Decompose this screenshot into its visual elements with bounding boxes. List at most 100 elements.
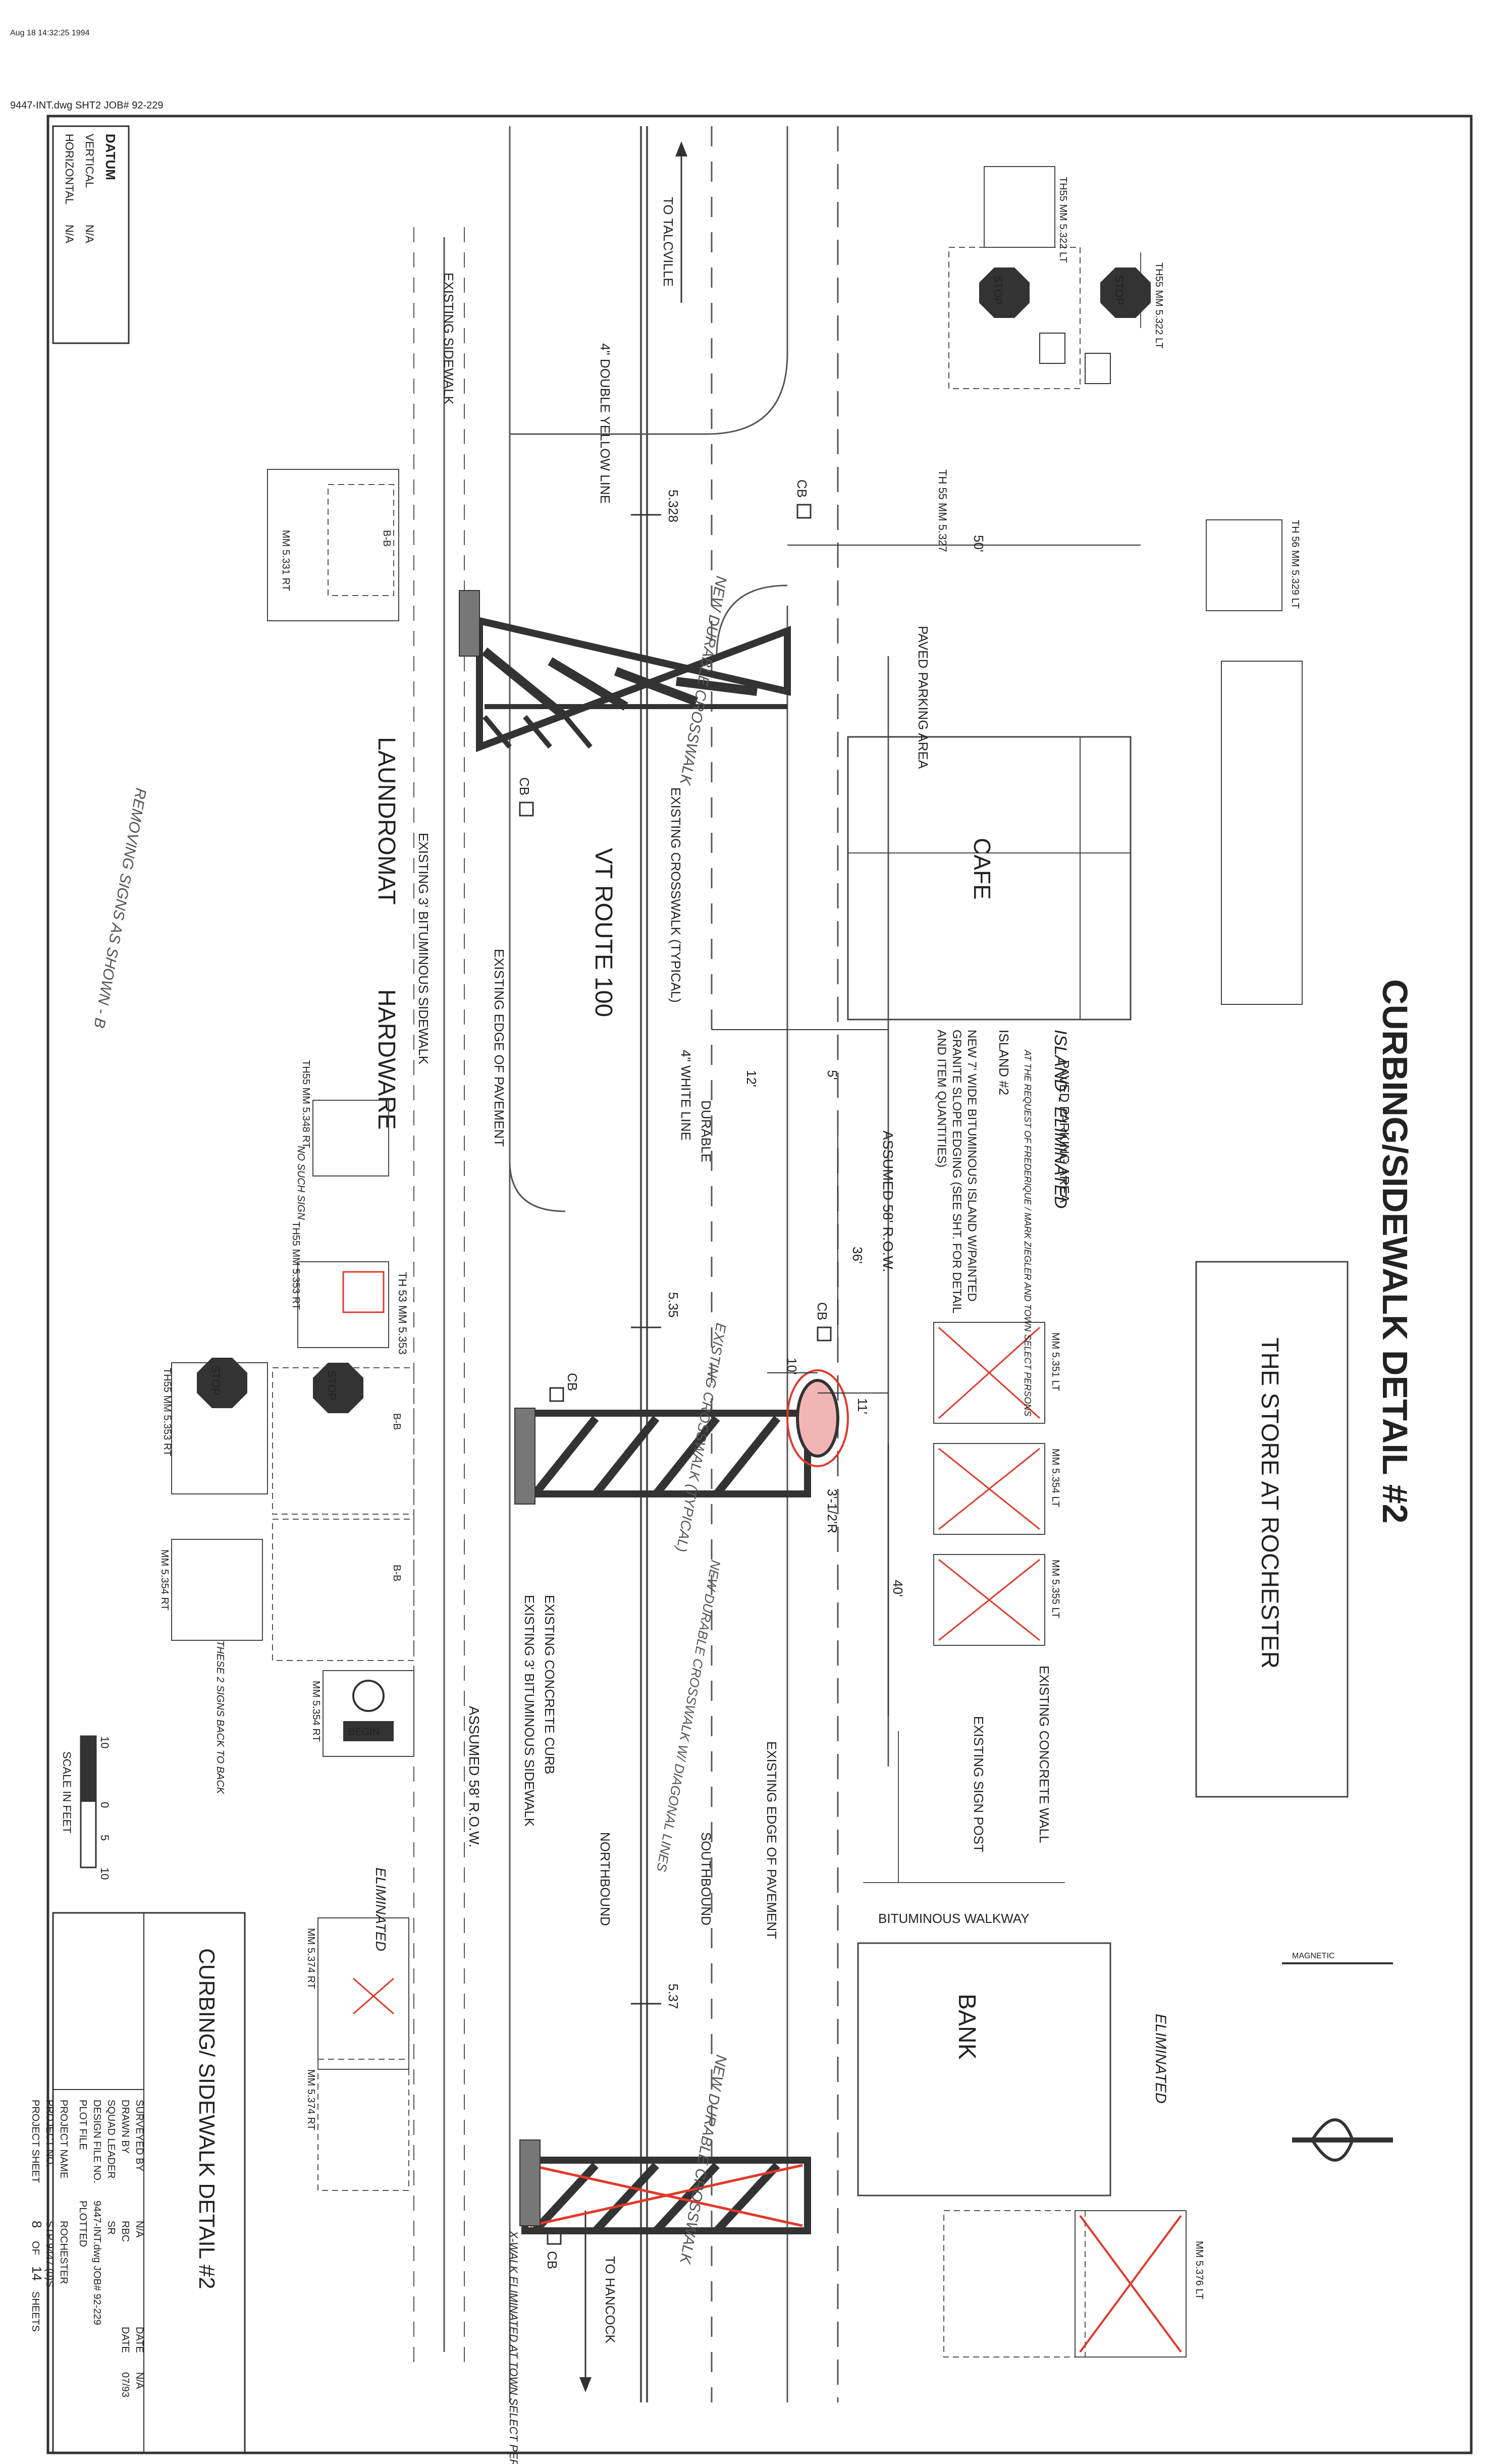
northbound-label: NORTHBOUND: [598, 1832, 613, 1926]
durable-label: DURABLE: [699, 1100, 714, 1162]
sign-group-right-mid: MM 5.351 LT MM 5.354 LT MM 5.355 LT: [933, 1322, 1061, 1646]
cb-label-5: CB: [545, 2251, 560, 2269]
sign-id-mm5374-b: MM 5.374 RT: [305, 2069, 316, 2130]
existing-3-bituminous-label: EXISTING 3' BITUMINOUS SIDEWALK: [416, 833, 431, 1065]
sign-id-mm5353-rt: TH55 MM 5.353 RT: [162, 1368, 173, 1456]
dim-5: 5': [825, 1070, 840, 1080]
to-talcville-label: TO TALCVILLE: [661, 197, 676, 287]
tb-sheet-total: 14: [29, 2266, 44, 2281]
hw-island-red-note: AT THE REQUEST OF FREDERIQUE / MARK ZIEG…: [1023, 1049, 1033, 1416]
hw-eliminated-2: ELIMINATED: [373, 1867, 389, 1951]
stop-sign-1: STOP: [992, 275, 1004, 305]
page-title: CURBING/SIDEWALK DETAIL #2: [1375, 979, 1415, 1524]
tb-sheet-of: OF: [30, 2241, 41, 2255]
crosswalk-existing: [483, 704, 787, 749]
curb-blocks: [459, 590, 541, 2226]
crosswalk-south-x-red: [529, 2164, 803, 2227]
north-label: MAGNETIC: [1292, 1952, 1334, 1960]
tb-date-label-2: DATE: [120, 2327, 131, 2353]
island-2: [786, 1369, 849, 1467]
tb-project-name-label: PROJECT NAME: [58, 2100, 69, 2178]
paved-parking-label: PAVED PARKING AREA: [916, 626, 931, 769]
tb-surveyed: N/A: [134, 2221, 145, 2238]
sign-group-left-1: MM 5.331 RT B-B: [267, 469, 399, 621]
cb-label-4: CB: [565, 1373, 580, 1391]
sign-group-bottom-left: MM 5.374 RT MM 5.374 RT: [305, 1917, 409, 2191]
sign-box-top-left: [984, 166, 1055, 248]
sign-id-mm5354: MM 5.354 RT: [159, 1549, 170, 1611]
tb-squad: SR: [105, 2221, 117, 2235]
sign-id-mm5376: MM 5.376 LT: [1194, 2241, 1205, 2299]
stop-sign-2: STOP: [1113, 275, 1126, 305]
datum-box: DATUM VERTICAL N/A HORIZONTAL N/A: [52, 125, 130, 344]
dimension-lines: [712, 545, 1141, 1716]
double-yellow-label: 4" DOUBLE YELLOW LINE: [598, 343, 613, 504]
sign-id-mm5355: MM 5.355 LT: [1050, 1560, 1061, 1618]
to-hancock-label: TO HANCOCK: [603, 2256, 618, 2344]
dim-40: 40': [890, 1580, 905, 1597]
store-label: THE STORE AT ROCHESTER: [1256, 1337, 1283, 1669]
to-talcville-arrow: TO TALCVILLE: [661, 141, 687, 303]
white-line-label: 4" WHITE LINE: [678, 1050, 693, 1141]
existing-3-bituminous-label-2: EXISTING 3' BITUMINOUS SIDEWALK: [522, 1595, 537, 1827]
datum-heading: DATUM: [103, 134, 118, 180]
north-arrow: MAGNETIC: [1282, 1952, 1393, 2162]
scale-tick-0: 0: [98, 1802, 111, 1808]
hw-island-eliminated: ISLAND - ELIMINATED: [1051, 1030, 1070, 1209]
row-bottom-label: ASSUMED 58' R.O.W.: [466, 1706, 482, 1848]
tb-sheet-no: 8: [29, 2221, 44, 2228]
tb-date-label-1: DATE: [134, 2327, 145, 2353]
sign-b-mm5353: B-B: [391, 1413, 402, 1430]
tb-drawn-label: DRAWN BY: [120, 2100, 131, 2154]
scale-label: SCALE IN FEET: [61, 1751, 73, 1834]
tb-design-label: DESIGN FILE NO.: [91, 2100, 102, 2183]
cb-label-1: CB: [794, 479, 810, 498]
sign-group-left-3: STOP STOP TH55 MM 5.353 RT B-B: [162, 1358, 414, 1515]
sign-group-left-2: TH55 MM 5.348 RT TH 53 MM 5.353 TH55 MM …: [290, 1060, 409, 1355]
station-537: 5.37: [666, 1984, 681, 2009]
tb-project-name: ROCHESTER: [58, 2221, 69, 2284]
road-lines: [413, 126, 1141, 2402]
hardware-label: HARDWARE: [373, 989, 400, 1130]
datum-vertical-value: N/A: [83, 225, 96, 243]
scale-bar: 10 0 5 10 SCALE IN FEET: [61, 1735, 111, 1880]
row-top-label: ASSUMED 58' R.O.W.: [880, 1131, 896, 1272]
hw-no-such-sign: NO SUCH SIGN: [295, 1146, 306, 1220]
dim-50: 50': [971, 535, 986, 552]
sign-b-mm5354: B-B: [391, 1565, 402, 1581]
sign-group-tl: STOP STOP TH55 MM 5.322 LT TH55 MM 5.322…: [948, 177, 1164, 389]
sign-id-mm5351: MM 5.351 LT: [1050, 1332, 1061, 1391]
sign-id-mm5353: TH55 MM 5.353 RT: [290, 1221, 301, 1310]
tb-squad-label: SQUAD LEADER: [105, 2100, 117, 2179]
tb-date-1: N/A: [134, 2372, 145, 2389]
existing-sign-post-label: EXISTING SIGN POST: [971, 1716, 986, 1852]
tb-date-2: 07/93: [120, 2372, 131, 2397]
bituminous-walkway-label: BITUMINOUS WALKWAY: [878, 1911, 1030, 1926]
header-file-ref: 9447-INT.dwg SHT2 JOB# 92-229: [10, 100, 164, 111]
dim-11: 11': [855, 1398, 870, 1414]
paved-parking-lot-label: PAVED PARKING AREA: [1057, 1060, 1072, 1203]
existing-sidewalk-label: EXISTING SIDEWALK: [441, 273, 456, 405]
sign-id-mm5348: TH55 MM 5.348 RT: [300, 1060, 311, 1148]
scale-tick-5: 5: [98, 1835, 111, 1841]
tb-plot: PLOTTED: [77, 2201, 88, 2247]
sign-id-mm5354-b: MM 5.354 RT: [310, 1681, 322, 1742]
tb-sheet-label: PROJECT SHEET: [30, 2100, 41, 2183]
existing-edge-pavement-label: EXISTING EDGE OF PAVEMENT: [492, 949, 507, 1147]
laundromat-label: LAUNDROMAT: [373, 737, 400, 904]
sign-id-mm5354-lt: MM 5.354 LT: [1050, 1449, 1061, 1507]
bank-label: BANK: [953, 1994, 980, 2060]
sign-id-th53: TH 53 MM 5.353: [396, 1272, 409, 1355]
handwritten-notes: NEW DURABLE CROSSWALK NEW DURABLE CROSSW…: [90, 575, 1169, 2464]
existing-edge-pavement-label-2: EXISTING EDGE OF PAVEMENT: [764, 1741, 779, 1939]
sign-group-left-4: MM 5.354 RT B-B BEGIN MM 5.354 RT: [159, 1519, 414, 1757]
dim-10: 10': [784, 1358, 799, 1375]
header-stamp: Aug 18 14:32:25 1994: [10, 29, 90, 37]
hw-new-crosswalk-2: NEW DURABLE CROSSWALK W/ DIAGONAL LINES: [654, 1559, 723, 1873]
datum-vertical-label: VERTICAL: [83, 134, 96, 188]
existing-concrete-wall-label: EXISTING CONCRETE WALL: [1037, 1666, 1052, 1843]
tb-surveyed-label: SURVEYED BY: [134, 2100, 145, 2171]
sign-box-top-right: [1206, 519, 1282, 611]
route-label: VT ROUTE 100: [590, 848, 617, 1017]
crosswalk-middle: [521, 1410, 811, 1497]
